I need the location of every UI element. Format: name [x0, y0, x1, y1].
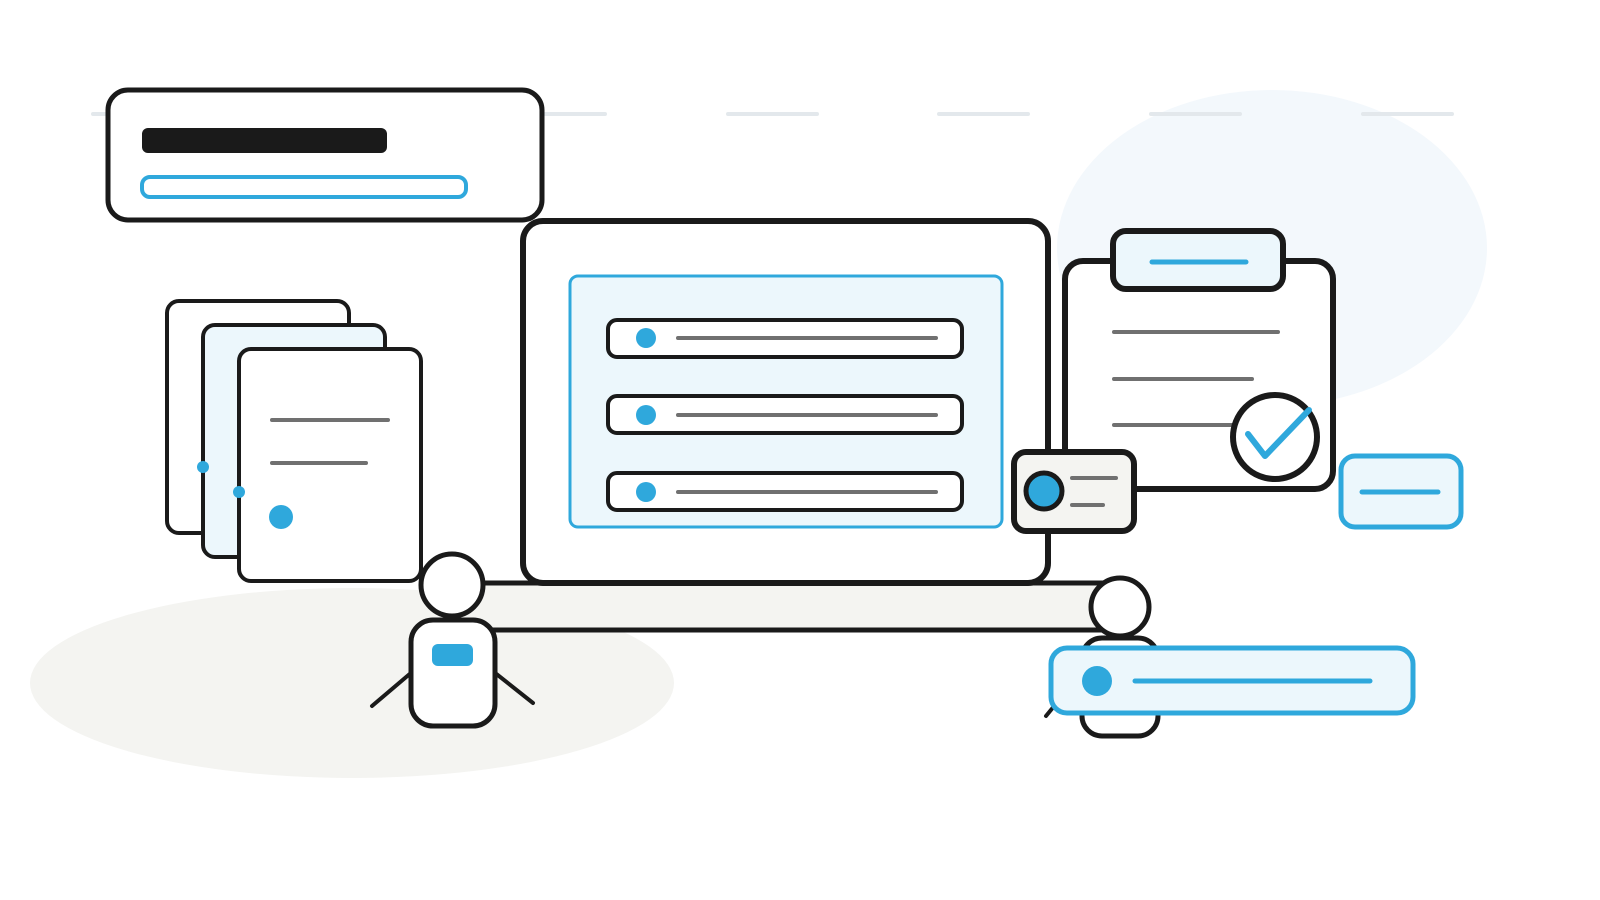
main-panel: [520, 218, 1051, 586]
document-front: [237, 347, 423, 583]
robot-head: [418, 551, 486, 619]
list-item: [606, 471, 964, 512]
id-card-icon: [1011, 449, 1137, 534]
header-title-bar: [142, 128, 387, 153]
clipboard-icon: [1062, 228, 1336, 492]
header-card: [105, 87, 545, 223]
document-stack: [165, 299, 423, 583]
ground-shadow: [30, 588, 674, 778]
robot-head: [1088, 575, 1152, 639]
robot-icon: [370, 551, 535, 729]
list-item: [606, 394, 964, 435]
document-dot: [269, 505, 293, 529]
list-item: [606, 318, 964, 359]
check-circle-icon: [1230, 392, 1320, 482]
header-input-bar: [140, 175, 468, 199]
status-tag: [1338, 453, 1464, 530]
progress-bar-card: [1048, 645, 1416, 716]
robot-screen: [432, 644, 473, 666]
conveyor-belt: [449, 580, 1123, 633]
